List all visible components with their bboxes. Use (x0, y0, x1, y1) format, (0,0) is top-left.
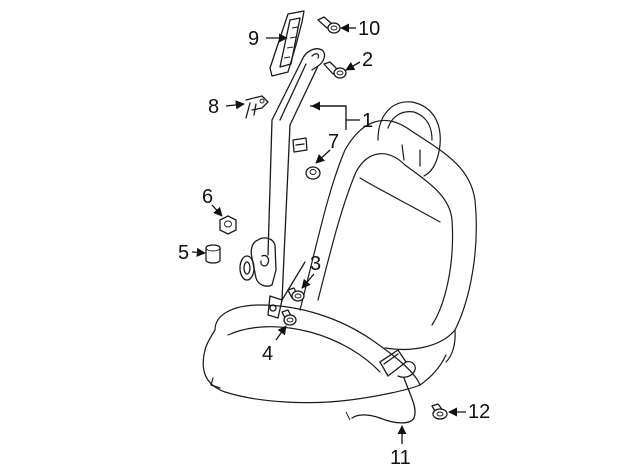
part-9-bracket (269, 10, 305, 77)
callout-4: 4 (262, 343, 273, 365)
callout-11: 11 (390, 447, 411, 469)
leader-lines (191, 23, 466, 444)
callout-6: 6 (202, 186, 213, 208)
part-8-clip (245, 95, 269, 119)
part-11-buckle (345, 349, 416, 424)
seat-belt-assembly (239, 48, 326, 319)
callout-2: 2 (362, 49, 373, 71)
part-6-nut (219, 215, 237, 235)
callout-labels: 1 2 3 4 5 6 7 8 9 10 11 12 (178, 18, 490, 469)
part-12-bolt (431, 403, 448, 420)
callout-8: 8 (208, 96, 219, 118)
callout-1: 1 (362, 110, 373, 132)
part-10-bolt (317, 16, 341, 34)
part-7-cap (305, 166, 321, 180)
part-5-cap (205, 244, 221, 264)
callout-5: 5 (178, 242, 189, 264)
callout-9: 9 (248, 28, 259, 50)
part-4-bolt (281, 309, 297, 326)
callout-12: 12 (468, 401, 490, 423)
callout-7: 7 (328, 131, 339, 153)
part-2-bolt (323, 61, 347, 79)
callout-3: 3 (310, 253, 321, 275)
seat-illustration (202, 101, 477, 404)
part-3-bolt (287, 287, 305, 302)
callout-10: 10 (358, 18, 380, 40)
